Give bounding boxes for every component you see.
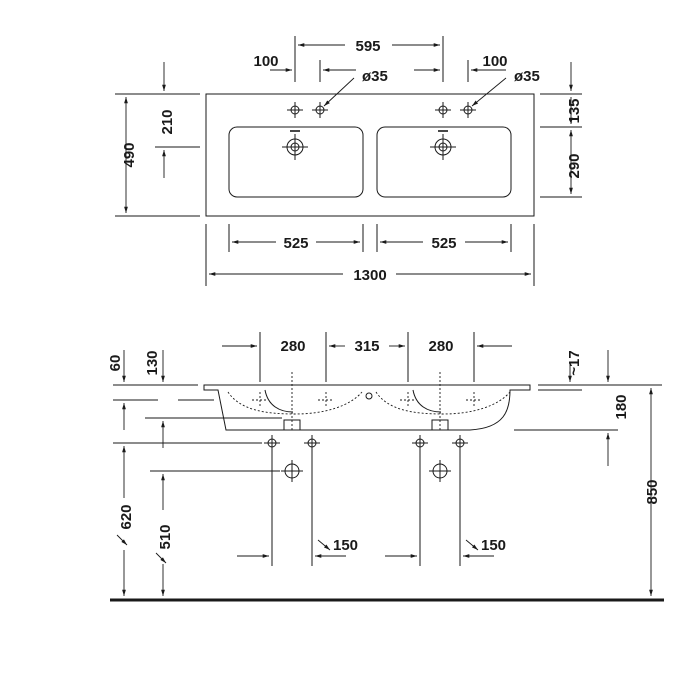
dim-60: 60: [107, 355, 124, 372]
left-drain: [282, 130, 308, 160]
dim-620: 620: [118, 504, 135, 529]
overflow-hole: [365, 392, 373, 400]
dim-280-left: 280: [280, 338, 305, 355]
right-bowl-curve: [412, 389, 442, 413]
dim-150-right: 150: [481, 537, 506, 554]
dim-rim-17: ~17: [566, 350, 583, 375]
dim-510: 510: [157, 524, 174, 549]
dim-100-right: 100: [482, 53, 507, 70]
left-bowl-curve: [264, 389, 294, 413]
front-view: 280 315 280 60 130 ~17 180 850: [107, 332, 664, 602]
basin-outline-top: [205, 93, 535, 217]
dim-135: 135: [566, 98, 583, 123]
dim-150-left: 150: [333, 537, 358, 554]
dim-525-right: 525: [431, 235, 456, 252]
dim-100-left: 100: [253, 53, 278, 70]
dim-595: 595: [355, 38, 380, 55]
connection-points: [264, 435, 468, 482]
left-bowl-top: [228, 126, 364, 198]
dim-1300: 1300: [353, 267, 386, 284]
tap-holes: [287, 102, 476, 118]
dim-210: 210: [159, 109, 176, 134]
dim-850: 850: [644, 479, 661, 504]
top-view: 595 100 100 ø35 ø35 490 210 135: [115, 36, 583, 286]
dim-525-left: 525: [283, 235, 308, 252]
dim-180: 180: [613, 394, 630, 419]
front-tap-marks: [252, 392, 482, 408]
dim-280-right: 280: [428, 338, 453, 355]
right-bowl-top: [376, 126, 512, 198]
right-drain: [430, 130, 456, 160]
right-bowl-hidden: [375, 391, 511, 415]
dim-dia35-right: ø35: [514, 68, 540, 85]
dim-dia35-left: ø35: [362, 68, 388, 85]
basin-outline-front: [203, 384, 531, 431]
dim-290: 290: [566, 153, 583, 178]
dim-315: 315: [354, 338, 379, 355]
dim-490: 490: [121, 142, 138, 167]
dim-130: 130: [144, 350, 161, 375]
left-bowl-hidden: [227, 391, 363, 415]
